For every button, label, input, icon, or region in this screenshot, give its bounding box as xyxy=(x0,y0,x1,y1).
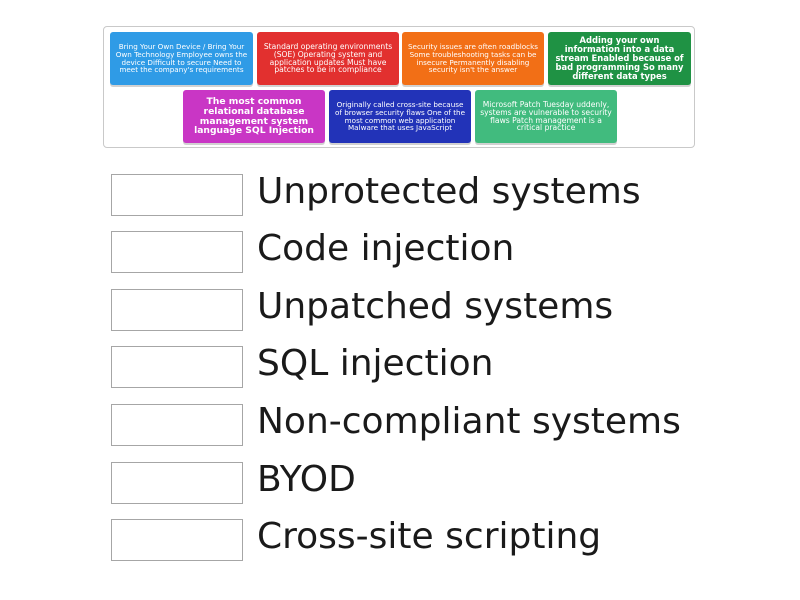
drop-slot[interactable] xyxy=(111,289,243,331)
tile-text: Microsoft Patch Tuesday uddenly, systems… xyxy=(480,99,612,133)
match-row: SQL injection xyxy=(111,343,711,390)
draggable-tile-sql[interactable]: The most common relational database mana… xyxy=(183,90,325,143)
match-row: BYOD xyxy=(111,459,711,506)
draggable-tile-byod[interactable]: Bring Your Own Device / Bring Your Own T… xyxy=(110,32,253,85)
draggable-tile-security-issues[interactable]: Security issues are often roadblocks Som… xyxy=(402,32,544,85)
drop-slot[interactable] xyxy=(111,462,243,504)
drop-slot[interactable] xyxy=(111,174,243,216)
match-row: Code injection xyxy=(111,228,711,275)
target-label: SQL injection xyxy=(257,343,494,384)
tile-text: Standard operating environments (SOE) Op… xyxy=(263,41,393,75)
target-label: Unpatched systems xyxy=(257,286,614,327)
draggable-tile-patch[interactable]: Microsoft Patch Tuesday uddenly, systems… xyxy=(475,90,617,143)
answer-tiles-tray: Bring Your Own Device / Bring Your Own T… xyxy=(103,26,695,148)
match-row: Cross-site scripting xyxy=(111,516,711,563)
tile-text: Bring Your Own Device / Bring Your Own T… xyxy=(115,42,248,75)
draggable-tile-xss[interactable]: Originally called cross-site because of … xyxy=(329,90,471,143)
tile-text: Originally called cross-site because of … xyxy=(334,100,465,133)
target-label: Code injection xyxy=(257,228,515,269)
tile-text: The most common relational database mana… xyxy=(194,96,314,137)
target-label: Unprotected systems xyxy=(257,171,641,212)
drop-slot[interactable] xyxy=(111,404,243,446)
drop-slot[interactable] xyxy=(111,231,243,273)
draggable-tile-code-injection[interactable]: Adding your own information into a data … xyxy=(548,32,691,85)
target-label: Non-compliant systems xyxy=(257,401,681,442)
match-row: Unprotected systems xyxy=(111,171,711,218)
drop-slot[interactable] xyxy=(111,519,243,561)
match-row: Non-compliant systems xyxy=(111,401,711,448)
match-row: Unpatched systems xyxy=(111,286,711,333)
target-label: Cross-site scripting xyxy=(257,516,602,557)
target-label: BYOD xyxy=(257,459,356,500)
drop-slot[interactable] xyxy=(111,346,243,388)
tile-text: Security issues are often roadblocks Som… xyxy=(407,42,539,75)
draggable-tile-soe[interactable]: Standard operating environments (SOE) Op… xyxy=(257,32,399,85)
tile-text: Adding your own information into a data … xyxy=(555,35,684,81)
